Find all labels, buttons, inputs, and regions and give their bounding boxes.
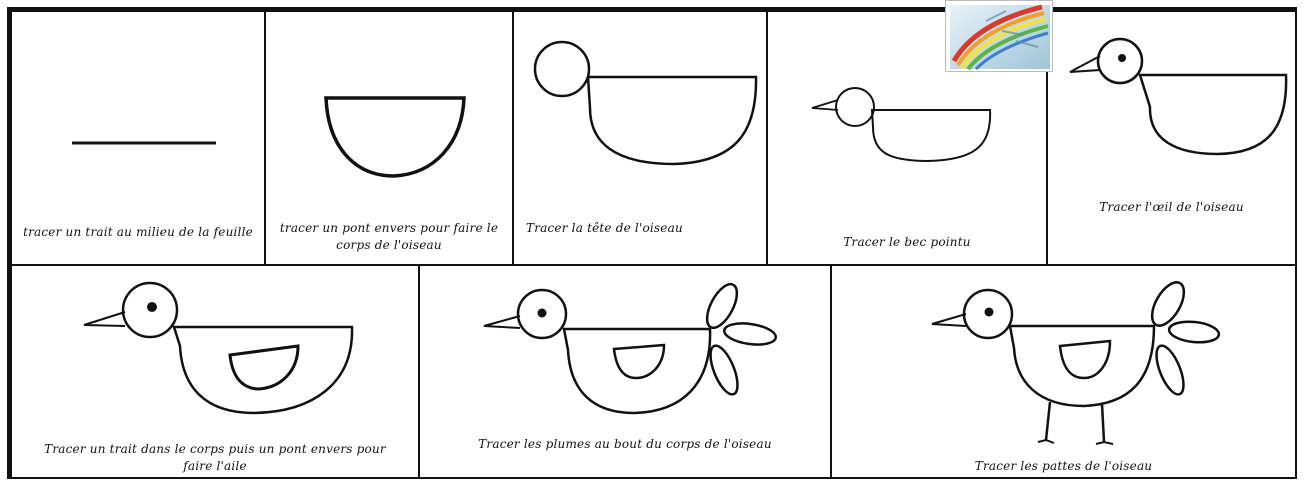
step-6-drawing bbox=[12, 266, 420, 479]
step-3-drawing bbox=[514, 12, 768, 266]
step-panel-6: Tracer un trait dans le corps puis un po… bbox=[10, 264, 420, 479]
step-panel-7: Tracer les plumes au bout du corps de l'… bbox=[418, 264, 832, 479]
rainbow-watercolor-icon bbox=[945, 0, 1053, 72]
step-1-caption: tracer un trait au milieu de la feuille bbox=[23, 225, 253, 239]
step-4-caption: Tracer le bec pointu bbox=[843, 235, 971, 249]
step-4-drawing bbox=[768, 12, 1048, 266]
step-panel-5: Tracer l'œil de l'oiseau bbox=[1046, 10, 1297, 266]
step-panel-8: Tracer les pattes de l'oiseau bbox=[830, 264, 1297, 479]
step-2-drawing bbox=[266, 12, 514, 266]
step-panel-1: tracer un trait au milieu de la feuille bbox=[10, 10, 266, 266]
step-7-drawing bbox=[420, 266, 832, 479]
step-panel-2: tracer un pont envers pour faire le corp… bbox=[264, 10, 514, 266]
step-2-caption: tracer un pont envers pour faire le corp… bbox=[279, 221, 499, 252]
step-6-caption: Tracer un trait dans le corps puis un po… bbox=[44, 442, 386, 473]
step-3-caption: Tracer la tête de l'oiseau bbox=[526, 221, 683, 235]
step-7-caption: Tracer les plumes au bout du corps de l'… bbox=[478, 437, 772, 451]
rainbow-watercolor-art bbox=[950, 1, 1050, 72]
step-8-drawing bbox=[832, 266, 1297, 479]
step-1-drawing bbox=[12, 12, 266, 266]
step-5-drawing bbox=[1048, 12, 1297, 266]
step-5-caption: Tracer l'œil de l'oiseau bbox=[1099, 200, 1244, 214]
step-panel-3: Tracer la tête de l'oiseau bbox=[512, 10, 768, 266]
step-8-caption: Tracer les pattes de l'oiseau bbox=[974, 459, 1153, 473]
